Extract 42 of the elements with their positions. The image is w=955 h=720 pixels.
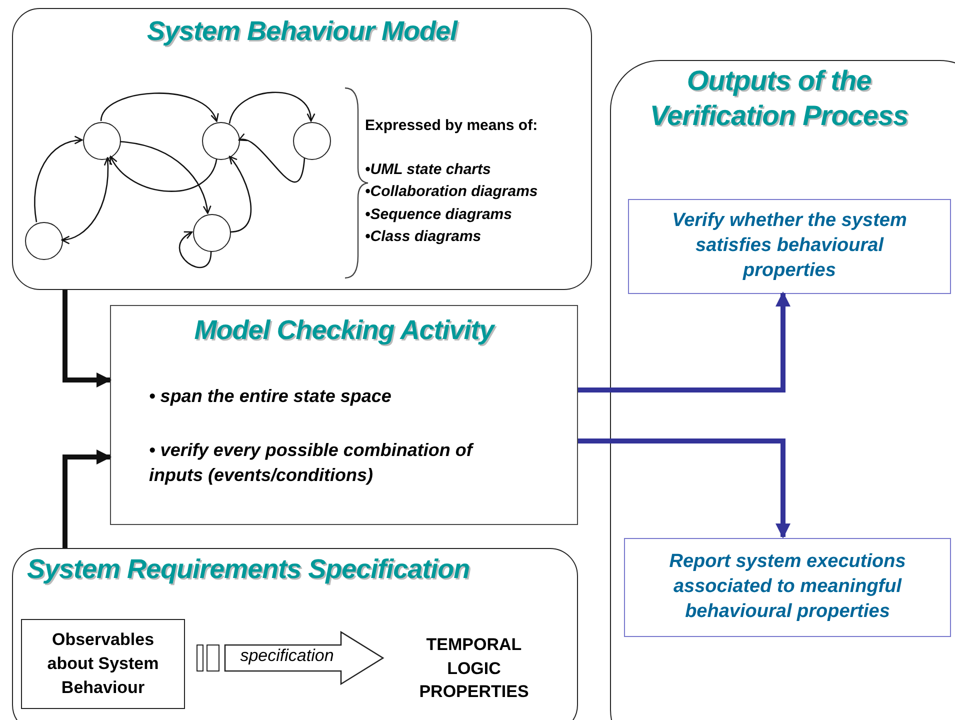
box-text: Observables about System Behaviour [46, 629, 160, 699]
arrow [110, 156, 218, 192]
output-box [628, 199, 951, 294]
arrow [62, 290, 112, 388]
list-item: •Class diagrams [365, 226, 482, 247]
panel-title: Outputs of the Verification Process [648, 64, 910, 133]
arrow [228, 156, 252, 233]
edge-label: specification [240, 646, 334, 666]
state-circle [25, 222, 63, 260]
arrow [62, 450, 112, 548]
outputs-panel [610, 60, 955, 720]
arrow [34, 136, 83, 222]
list-item: •Sequence diagrams [365, 204, 513, 224]
arrow [238, 135, 306, 183]
output-box [624, 538, 951, 637]
output-text: Verify whether the system satisfies behavioural properties [671, 209, 908, 283]
list-item: •UML state charts [365, 160, 492, 180]
arrow [228, 92, 314, 124]
activity-title: Model Checking Activity [193, 314, 496, 347]
requirements-panel [12, 548, 578, 720]
arrow [178, 231, 212, 268]
state-circle [83, 122, 121, 160]
panel-title: System Requirements Specification [27, 553, 471, 586]
arrow [61, 157, 112, 244]
bullet-text: • verify every possible combination of inputs (events/conditions) [149, 439, 475, 487]
arrow [578, 292, 790, 392]
list-item: •Collaboration diagrams [365, 182, 538, 202]
panel-title: System Behaviour Model [146, 15, 459, 48]
state-circle [193, 214, 231, 252]
bullet-text: • span the entire state space [149, 385, 392, 408]
activity-box [110, 305, 578, 525]
arrow [578, 438, 790, 538]
block-arrow [224, 630, 384, 686]
output-text: Report system executions associated to meaningful behavioural properties [668, 550, 907, 624]
model-panel [12, 8, 592, 290]
state-circle [293, 122, 331, 160]
result-text: TEMPORAL LOGIC PROPERTIES [418, 634, 530, 704]
list-heading: Expressed by means of: [365, 117, 538, 134]
state-circle [202, 122, 240, 160]
arrow [120, 141, 211, 214]
arrow [100, 92, 218, 122]
observables-box [21, 619, 185, 709]
